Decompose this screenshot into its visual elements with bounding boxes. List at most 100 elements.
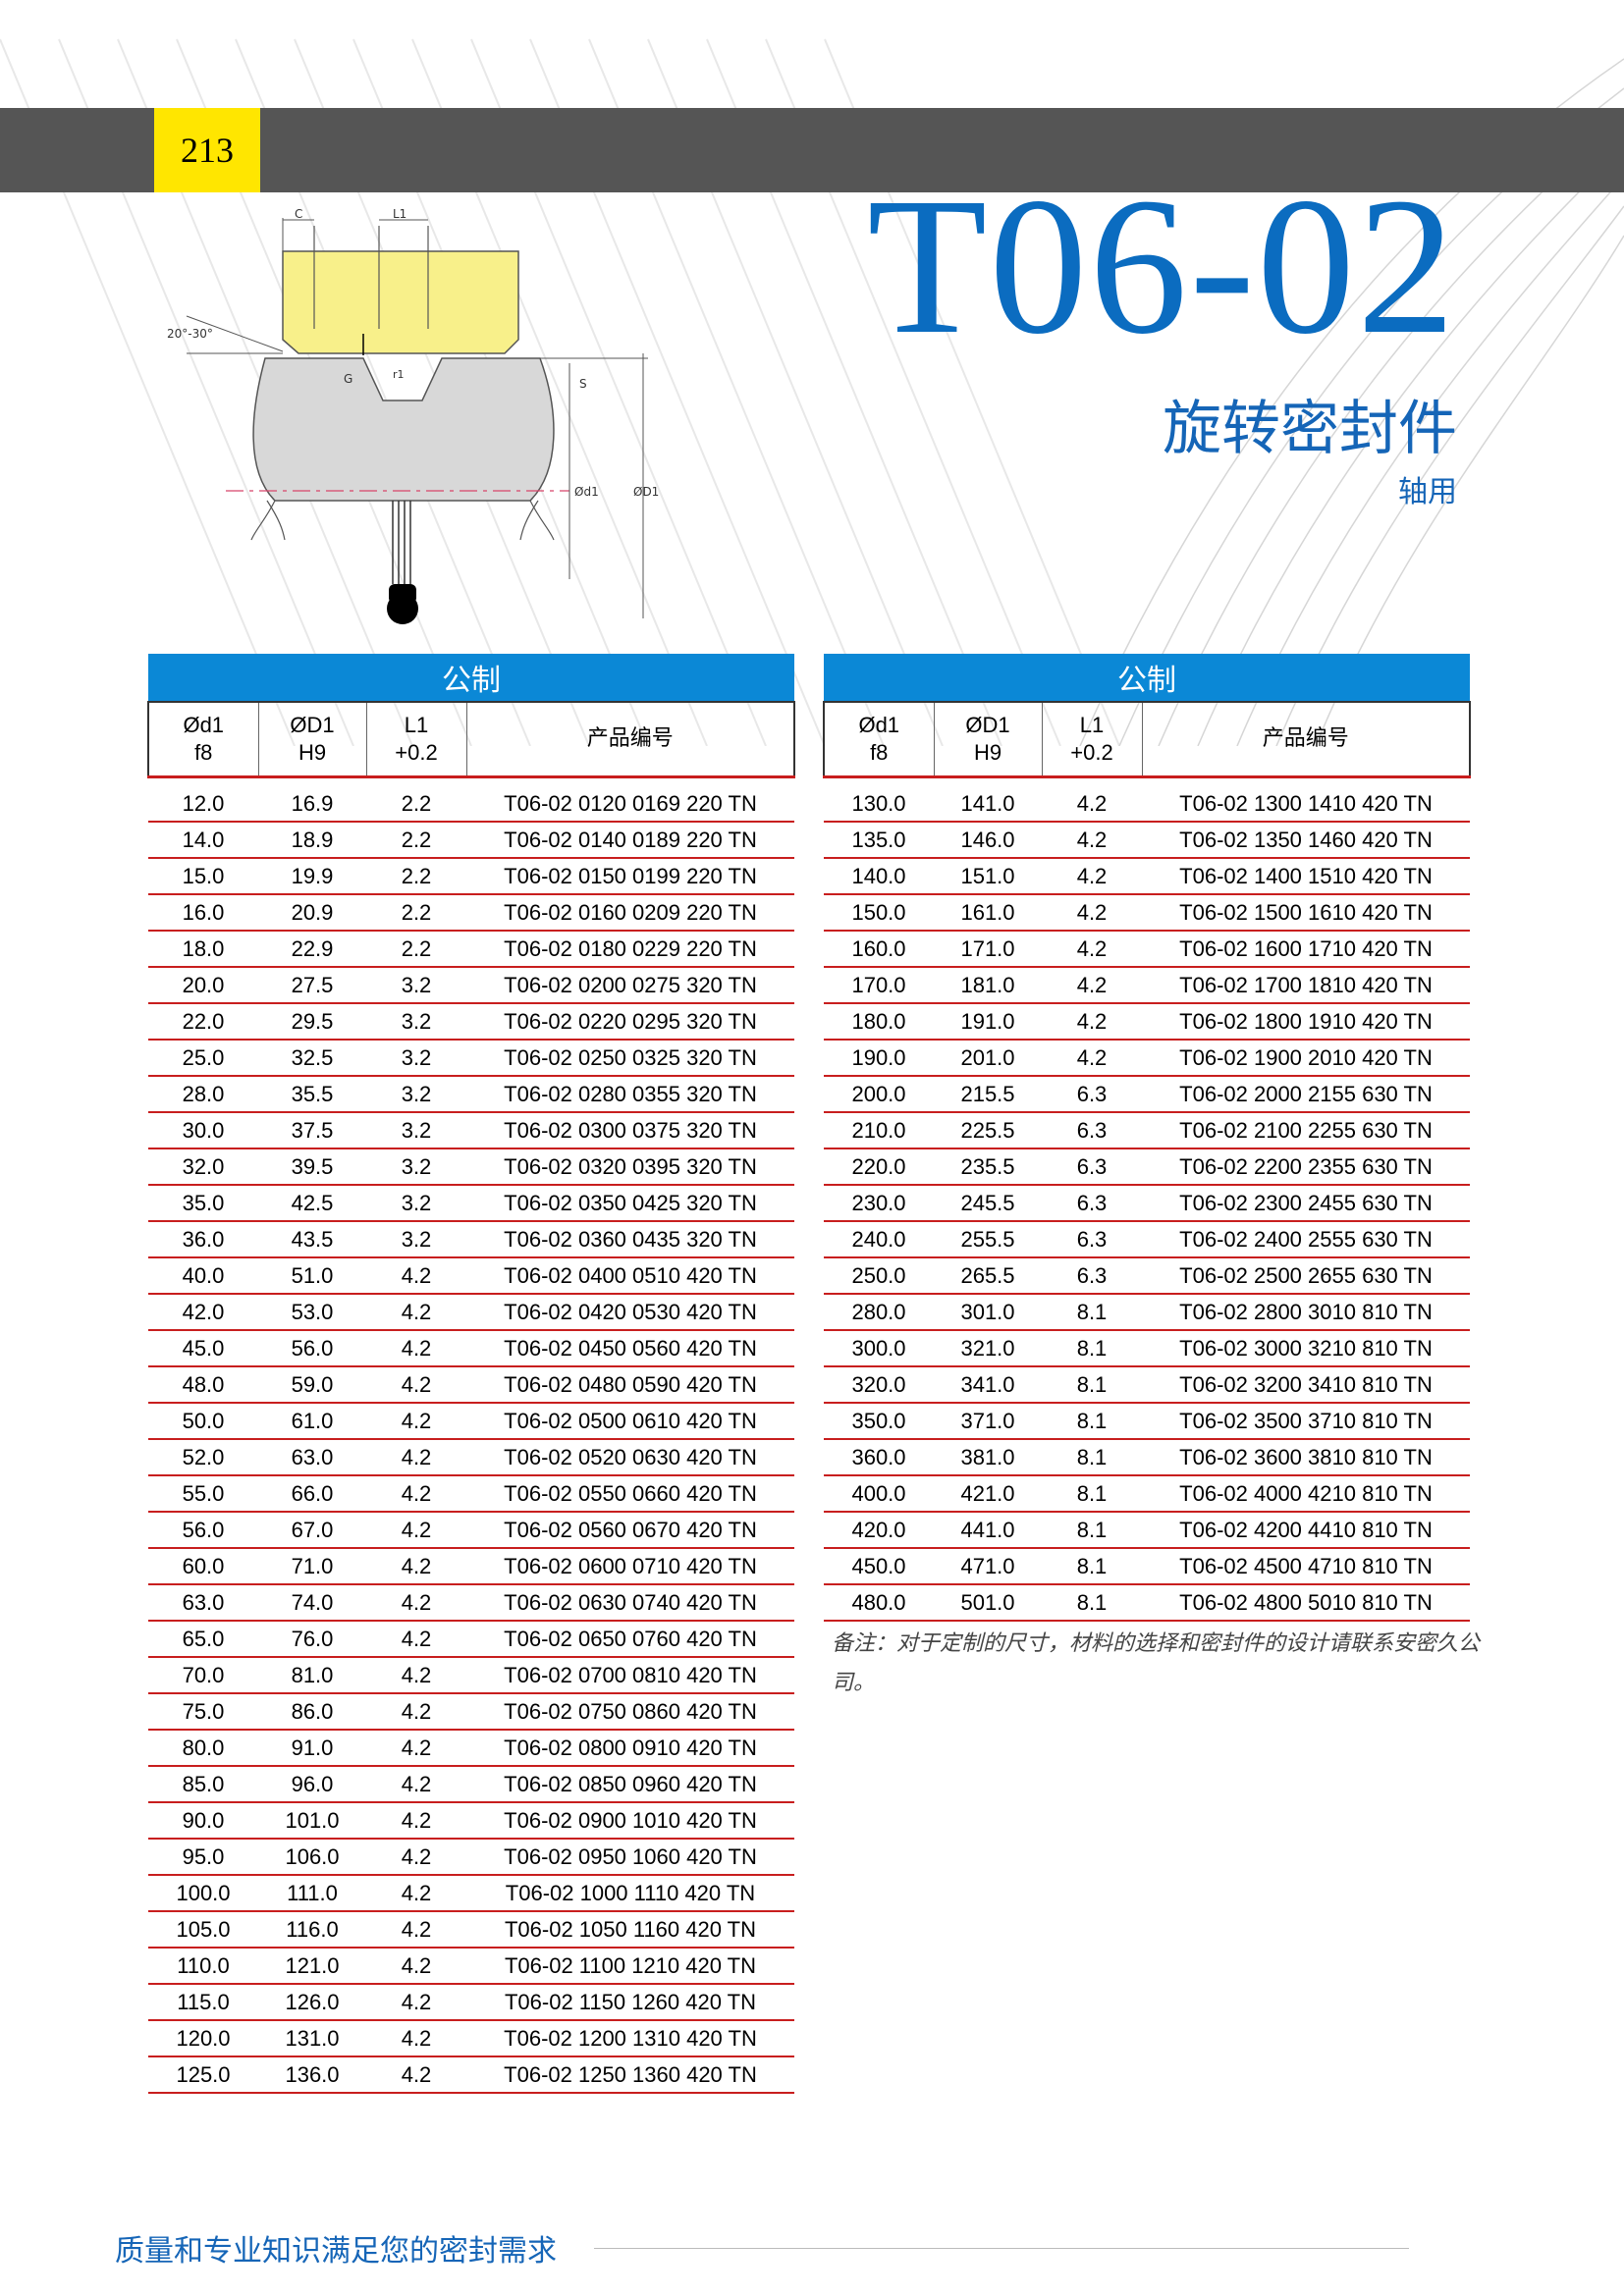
cell-D1: 245.5: [934, 1185, 1042, 1222]
cell-D1: 265.5: [934, 1257, 1042, 1295]
cell-l1: 4.2: [366, 1548, 466, 1585]
cell-part-number: T06-02 0480 0590 420 TN: [466, 1366, 794, 1404]
page-number: 213: [154, 108, 260, 192]
cell-D1: 421.0: [934, 1475, 1042, 1513]
cell-D1: 19.9: [258, 858, 366, 895]
cell-D1: 181.0: [934, 967, 1042, 1004]
cell-d1: 12.0: [148, 786, 258, 823]
cell-part-number: T06-02 0220 0295 320 TN: [466, 1003, 794, 1041]
cell-l1: 4.2: [366, 1257, 466, 1295]
product-subtitle: 旋转密封件: [1163, 395, 1457, 463]
label-s: S: [579, 377, 587, 391]
cell-l1: 4.2: [366, 2056, 466, 2094]
cell-part-number: T06-02 2500 2655 630 TN: [1142, 1257, 1470, 1295]
cell-d1: 220.0: [824, 1148, 934, 1186]
cell-D1: 91.0: [258, 1730, 366, 1767]
cell-d1: 14.0: [148, 822, 258, 859]
cell-D1: 321.0: [934, 1330, 1042, 1367]
cell-D1: 76.0: [258, 1621, 366, 1658]
cell-d1: 230.0: [824, 1185, 934, 1222]
cell-part-number: T06-02 0360 0435 320 TN: [466, 1221, 794, 1258]
col-header-part-number: 产品编号: [465, 701, 795, 778]
cell-l1: 4.2: [366, 1948, 466, 1985]
cell-l1: 6.3: [1042, 1257, 1142, 1295]
cell-l1: 8.1: [1042, 1439, 1142, 1476]
cell-d1: 75.0: [148, 1693, 258, 1731]
cell-D1: 67.0: [258, 1512, 366, 1549]
header-bar: [0, 108, 1624, 192]
cell-d1: 170.0: [824, 967, 934, 1004]
cell-part-number: T06-02 4200 4410 810 TN: [1142, 1512, 1470, 1549]
cell-part-number: T06-02 1050 1160 420 TN: [466, 1911, 794, 1949]
cell-D1: 63.0: [258, 1439, 366, 1476]
cell-l1: 4.2: [1042, 858, 1142, 895]
cell-part-number: T06-02 0300 0375 320 TN: [466, 1112, 794, 1149]
cell-D1: 301.0: [934, 1294, 1042, 1331]
cell-l1: 4.2: [366, 1403, 466, 1440]
cell-part-number: T06-02 0320 0395 320 TN: [466, 1148, 794, 1186]
cell-D1: 42.5: [258, 1185, 366, 1222]
cell-d1: 70.0: [148, 1657, 258, 1694]
cell-D1: 146.0: [934, 822, 1042, 859]
cell-D1: 20.9: [258, 894, 366, 932]
cell-l1: 4.2: [366, 1657, 466, 1694]
cell-d1: 130.0: [824, 786, 934, 823]
cell-d1: 80.0: [148, 1730, 258, 1767]
cell-d1: 200.0: [824, 1076, 934, 1113]
cell-part-number: T06-02 4500 4710 810 TN: [1142, 1548, 1470, 1585]
cell-l1: 4.2: [1042, 931, 1142, 968]
cell-l1: 4.2: [1042, 967, 1142, 1004]
cell-l1: 4.2: [1042, 1003, 1142, 1041]
cell-l1: 3.2: [366, 1112, 466, 1149]
cell-d1: 52.0: [148, 1439, 258, 1476]
cell-l1: 6.3: [1042, 1112, 1142, 1149]
cell-part-number: T06-02 0420 0530 420 TN: [466, 1294, 794, 1331]
cell-l1: 6.3: [1042, 1221, 1142, 1258]
cell-part-number: T06-02 0900 1010 420 TN: [466, 1802, 794, 1840]
cell-part-number: T06-02 0400 0510 420 TN: [466, 1257, 794, 1295]
cell-part-number: T06-02 1000 1110 420 TN: [466, 1875, 794, 1912]
cell-l1: 8.1: [1042, 1294, 1142, 1331]
cell-D1: 341.0: [934, 1366, 1042, 1404]
label-g: G: [344, 372, 352, 386]
col-header-l1: L1+0.2: [1041, 701, 1142, 778]
cell-l1: 8.1: [1042, 1548, 1142, 1585]
cell-d1: 450.0: [824, 1548, 934, 1585]
cell-part-number: T06-02 2800 3010 810 TN: [1142, 1294, 1470, 1331]
cell-part-number: T06-02 0280 0355 320 TN: [466, 1076, 794, 1113]
cell-D1: 81.0: [258, 1657, 366, 1694]
label-l1: L1: [393, 207, 406, 221]
cell-part-number: T06-02 1600 1710 420 TN: [1142, 931, 1470, 968]
cell-D1: 371.0: [934, 1403, 1042, 1440]
label-c: C: [295, 207, 302, 221]
cell-D1: 22.9: [258, 931, 366, 968]
cell-part-number: T06-02 1150 1260 420 TN: [466, 1984, 794, 2021]
cell-d1: 50.0: [148, 1403, 258, 1440]
cell-part-number: T06-02 0850 0960 420 TN: [466, 1766, 794, 1803]
cell-part-number: T06-02 2400 2555 630 TN: [1142, 1221, 1470, 1258]
cell-D1: 255.5: [934, 1221, 1042, 1258]
cell-part-number: T06-02 1700 1810 420 TN: [1142, 967, 1470, 1004]
cell-d1: 56.0: [148, 1512, 258, 1549]
cell-l1: 8.1: [1042, 1584, 1142, 1622]
